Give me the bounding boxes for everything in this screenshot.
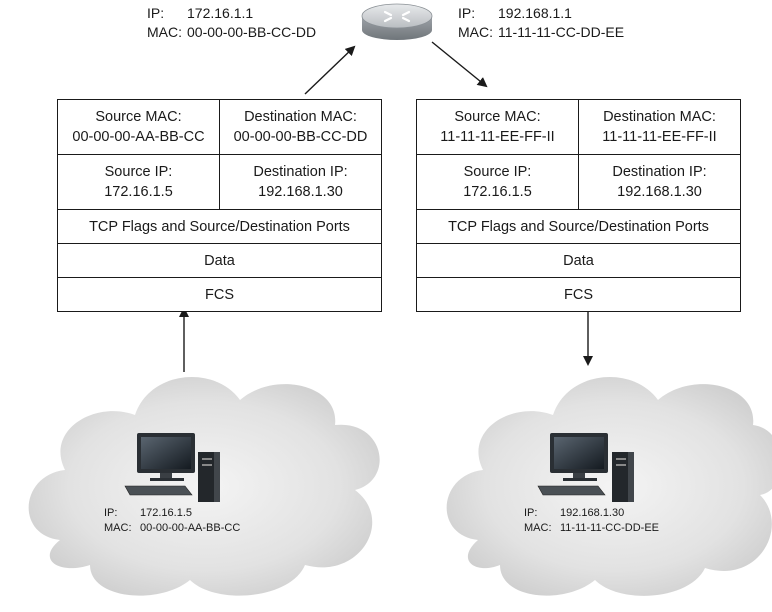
data-cell: Data [563,252,594,269]
source-ip-value: 172.16.1.5 [463,184,532,200]
arrow-left-frame-to-router [304,45,356,95]
destination-mac-label: Destination MAC: [244,109,357,125]
router-left-ip-label: IP: [147,5,165,21]
source-mac-value: 11-11-11-EE-FF-II [440,129,555,145]
right-host-ip: 192.168.1.30 [560,507,625,519]
source-ip-label: Source IP: [104,164,173,180]
router-right-ip-label: IP: [458,5,476,21]
source-ip-label: Source IP: [463,164,532,180]
source-mac-value: 00-00-00-AA-BB-CC [72,129,205,145]
source-ip-cell: Source IP: 172.16.1.5 [417,155,578,209]
source-mac-cell: Source MAC: 11-11-11-EE-FF-II [417,100,578,154]
frame-tcp-row: TCP Flags and Source/Destination Ports [417,209,740,243]
right-host-ip-label: IP: [524,507,538,519]
left-host-ip-label: IP: [104,507,118,519]
fcs-cell: FCS [205,286,234,303]
tcp-cell: TCP Flags and Source/Destination Ports [448,218,709,235]
destination-mac-value: 00-00-00-BB-CC-DD [233,129,368,145]
right-frame-table: Source MAC: 11-11-11-EE-FF-II Destinatio… [416,99,741,312]
destination-ip-label: Destination IP: [612,164,707,180]
router-left-ip: 172.16.1.1 [187,5,254,21]
destination-mac-cell: Destination MAC: 11-11-11-EE-FF-II [578,100,740,154]
router-right-interface-info: IP: 192.168.1.1 MAC: 11-11-11-CC-DD-EE [458,4,624,42]
destination-ip-value: 192.168.1.30 [617,184,702,200]
destination-mac-cell: Destination MAC: 00-00-00-BB-CC-DD [219,100,381,154]
left-host-ip: 172.16.1.5 [140,507,192,519]
router-right-ip: 192.168.1.1 [498,5,572,21]
router-left-interface-info: IP: 172.16.1.1 MAC: 00-00-00-BB-CC-DD [147,4,316,42]
fcs-cell: FCS [564,286,593,303]
destination-ip-cell: Destination IP: 192.168.1.30 [219,155,381,209]
left-frame-table: Source MAC: 00-00-00-AA-BB-CC Destinatio… [57,99,382,312]
source-ip-cell: Source IP: 172.16.1.5 [58,155,219,209]
router-right-mac: 11-11-11-CC-DD-EE [498,24,625,40]
router-left-mac-label: MAC: [147,24,182,40]
source-mac-cell: Source MAC: 00-00-00-AA-BB-CC [58,100,219,154]
destination-ip-cell: Destination IP: 192.168.1.30 [578,155,740,209]
frame-data-row: Data [58,243,381,277]
frame-mac-row: Source MAC: 11-11-11-EE-FF-II Destinatio… [417,100,740,154]
destination-ip-label: Destination IP: [253,164,348,180]
right-network-cloud [446,377,772,596]
router-icon [361,3,433,40]
left-host-mac: 00-00-00-AA-BB-CC [140,522,241,534]
destination-mac-value: 11-11-11-EE-FF-II [602,129,717,145]
frame-data-row: Data [417,243,740,277]
router-right-mac-label: MAC: [458,24,493,40]
right-host-mac-label: MAC: [524,522,552,534]
frame-ip-row: Source IP: 172.16.1.5 Destination IP: 19… [417,154,740,209]
tcp-cell: TCP Flags and Source/Destination Ports [89,218,350,235]
destination-ip-value: 192.168.1.30 [258,184,343,200]
data-cell: Data [204,252,235,269]
router-left-mac: 00-00-00-BB-CC-DD [187,24,317,40]
frame-mac-row: Source MAC: 00-00-00-AA-BB-CC Destinatio… [58,100,381,154]
frame-fcs-row: FCS [417,277,740,311]
frame-tcp-row: TCP Flags and Source/Destination Ports [58,209,381,243]
left-host-mac-label: MAC: [104,522,132,534]
source-mac-label: Source MAC: [454,109,541,125]
right-host-computer-icon [537,433,634,502]
source-mac-label: Source MAC: [95,109,182,125]
arrow-router-to-right-frame [431,41,488,88]
right-host-info: IP: 192.168.1.30 MAC: 11-11-11-CC-DD-EE [524,506,659,536]
right-host-mac: 11-11-11-CC-DD-EE [560,522,660,534]
destination-mac-label: Destination MAC: [603,109,716,125]
source-ip-value: 172.16.1.5 [104,184,173,200]
left-host-computer-icon [124,433,220,502]
frame-ip-row: Source IP: 172.16.1.5 Destination IP: 19… [58,154,381,209]
left-host-info: IP: 172.16.1.5 MAC: 00-00-00-AA-BB-CC [104,506,240,536]
frame-fcs-row: FCS [58,277,381,311]
